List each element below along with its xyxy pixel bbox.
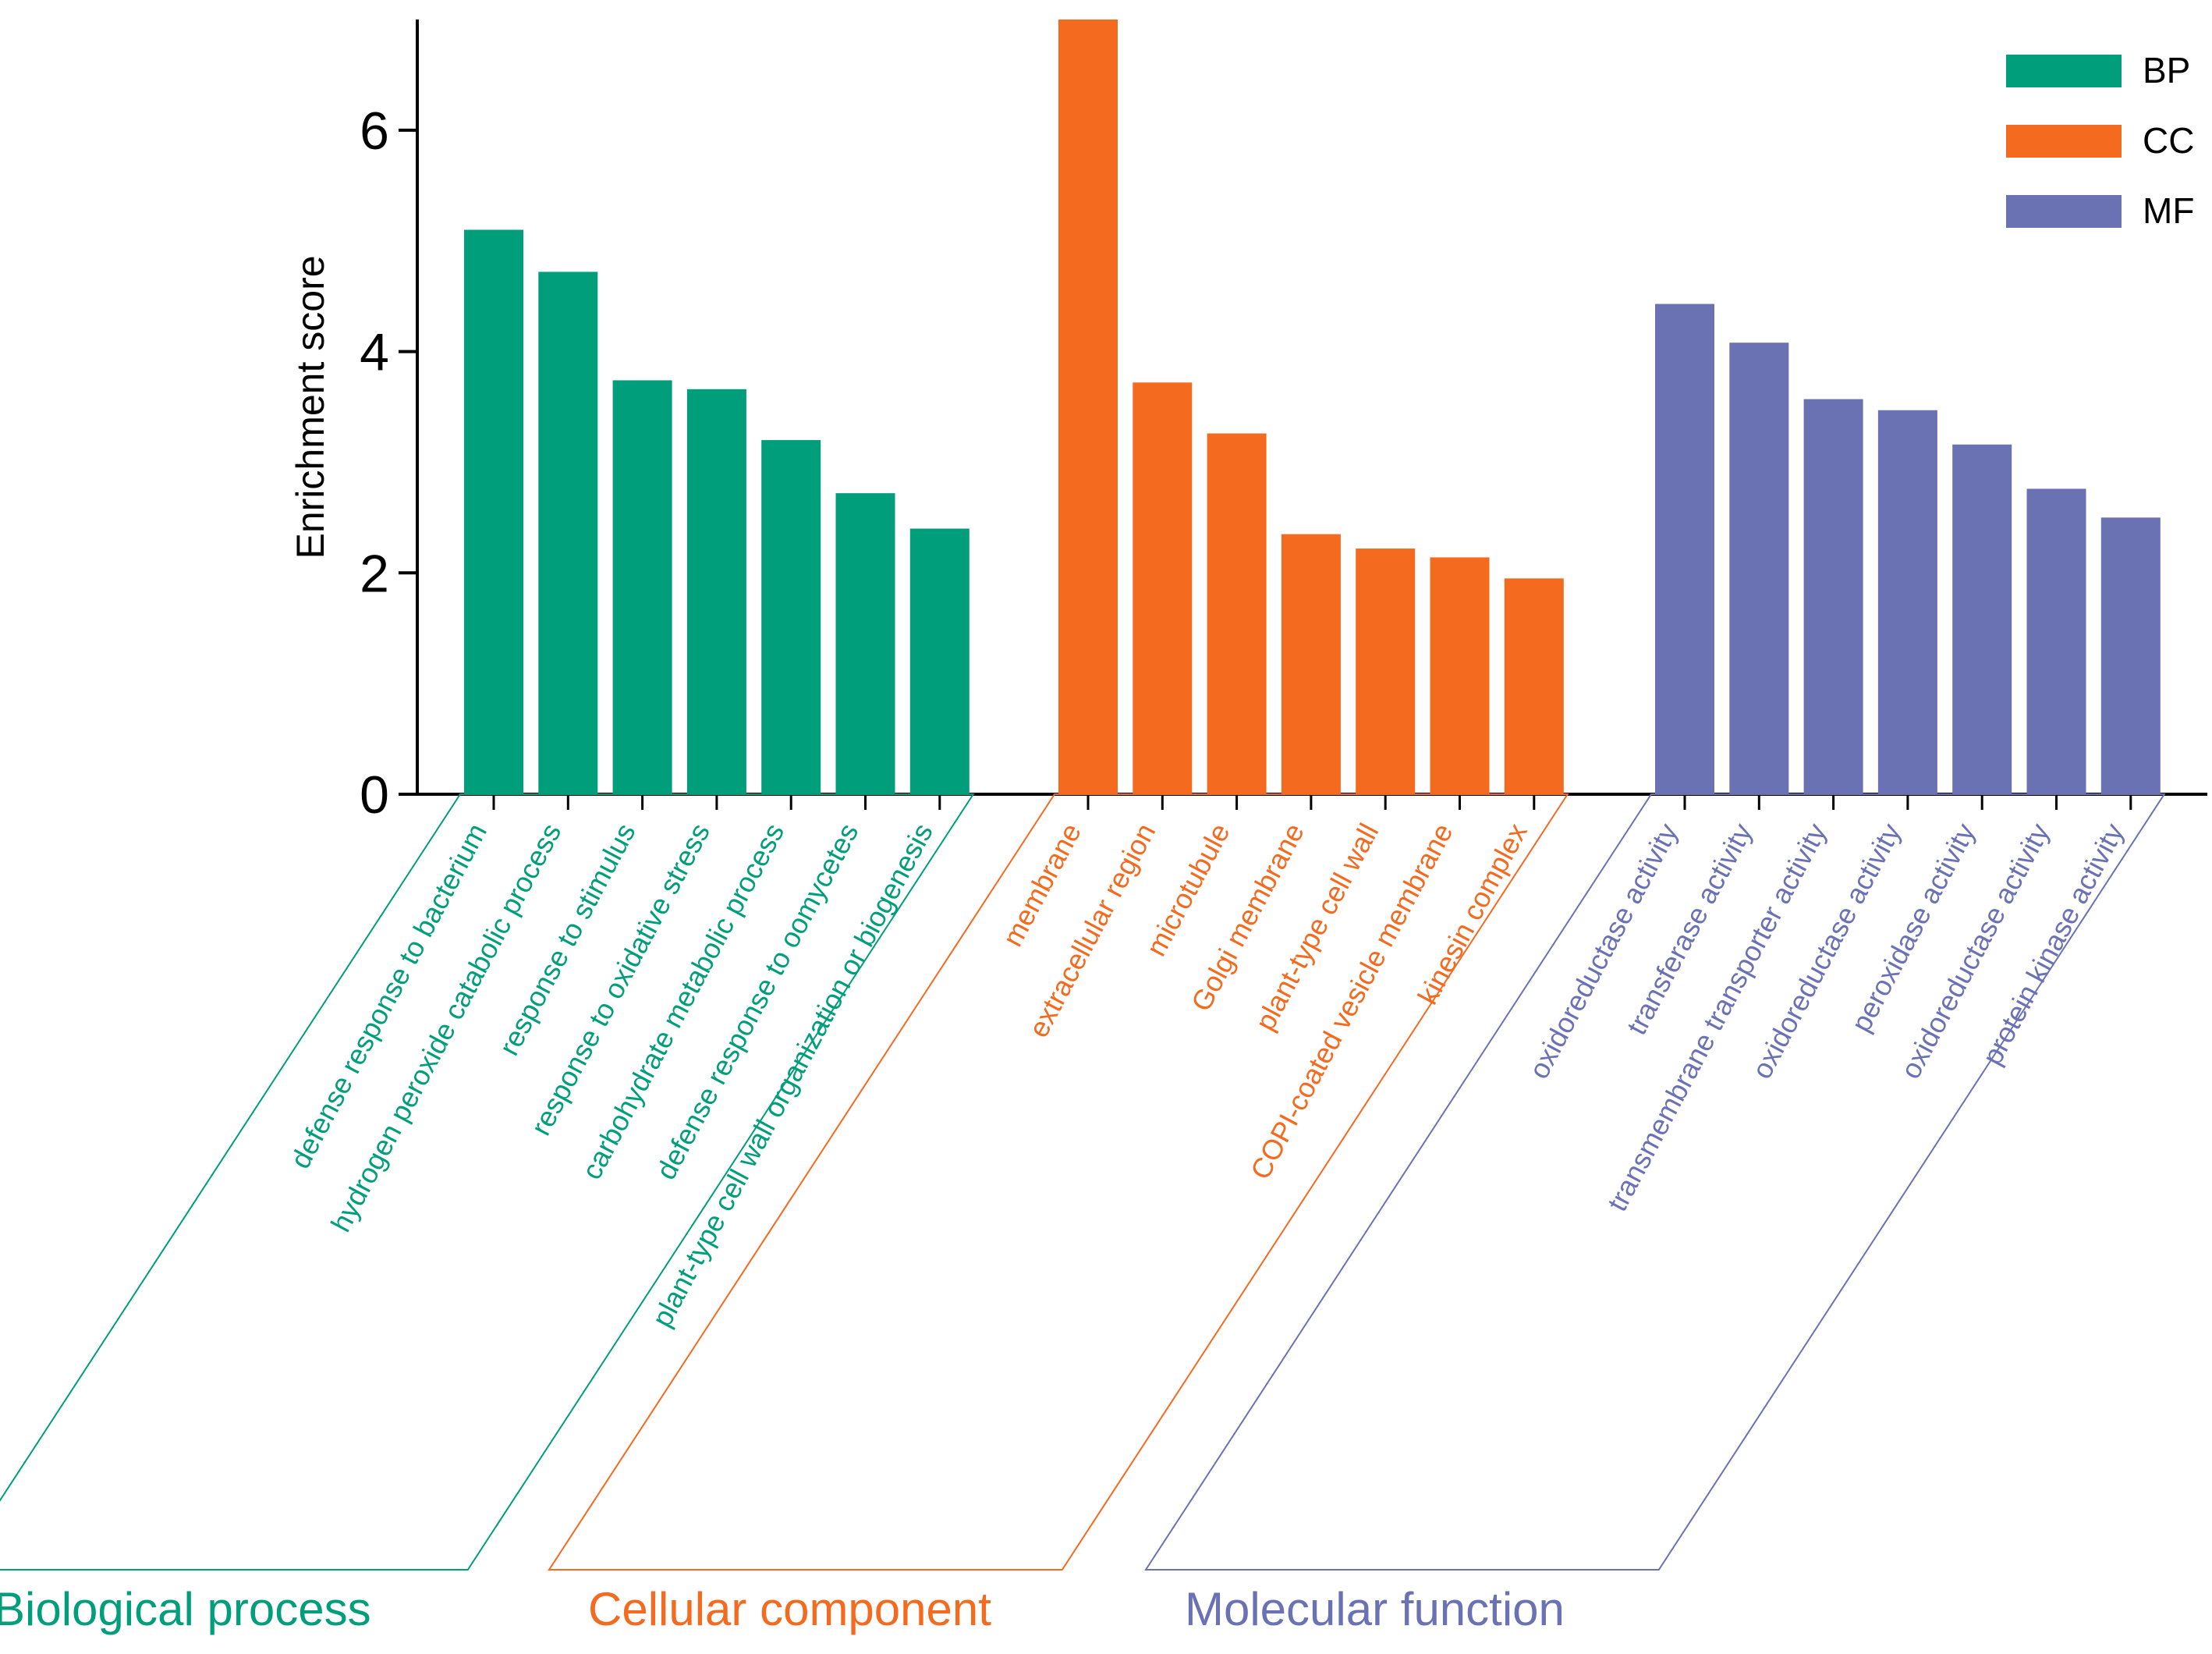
bar-bp bbox=[464, 229, 523, 794]
bar-mf bbox=[1655, 303, 1714, 794]
y-tick-label: 0 bbox=[360, 765, 389, 825]
y-axis-label: Enrichment score bbox=[289, 255, 332, 559]
bar-cc bbox=[1058, 20, 1118, 794]
bar-cc bbox=[1430, 557, 1490, 794]
bar-cc bbox=[1281, 534, 1341, 794]
bar-bp bbox=[538, 272, 598, 794]
category-label: plant-type cell wall organization or bio… bbox=[646, 818, 939, 1333]
legend: BP CC MF bbox=[2006, 50, 2194, 231]
bar-bp bbox=[909, 528, 970, 794]
bar-mf bbox=[2026, 488, 2086, 794]
bar-bp bbox=[835, 493, 895, 794]
bar-mf bbox=[1803, 399, 1863, 794]
bar-bp bbox=[761, 440, 821, 794]
bar-mf bbox=[1729, 343, 1789, 794]
bar-cc bbox=[1207, 433, 1267, 794]
legend-label-bp: BP bbox=[2143, 50, 2190, 91]
bars bbox=[464, 20, 2161, 794]
legend-label-mf: MF bbox=[2143, 190, 2194, 231]
bar-bp bbox=[612, 380, 672, 794]
category-label: protein kinase activity bbox=[1976, 818, 2130, 1070]
bar-cc bbox=[1356, 548, 1416, 794]
group-bracket-bp bbox=[0, 793, 975, 1571]
y-tick-label: 2 bbox=[360, 544, 389, 603]
legend-swatch-mf bbox=[2006, 195, 2122, 228]
group-bracket-cc bbox=[548, 793, 1569, 1571]
bar-mf bbox=[1952, 444, 2012, 794]
group-title-cc: Cellular component bbox=[588, 1583, 991, 1635]
group-bracket-mf bbox=[1144, 793, 2166, 1571]
y-tick-label: 4 bbox=[360, 323, 389, 382]
legend-swatch-bp bbox=[2006, 55, 2122, 87]
bar-bp bbox=[686, 389, 746, 794]
legend-label-cc: CC bbox=[2143, 120, 2194, 161]
bar-mf bbox=[1877, 410, 1937, 794]
bar-mf bbox=[2100, 517, 2161, 794]
bar-cc bbox=[1504, 578, 1564, 794]
legend-swatch-cc bbox=[2006, 125, 2122, 158]
group-title-mf: Molecular function bbox=[1185, 1583, 1565, 1635]
bar-cc bbox=[1133, 382, 1193, 794]
group-title-bp: Biological process bbox=[0, 1583, 371, 1635]
y-tick-label: 6 bbox=[360, 101, 389, 161]
category-label: response to stimulus bbox=[492, 818, 641, 1061]
